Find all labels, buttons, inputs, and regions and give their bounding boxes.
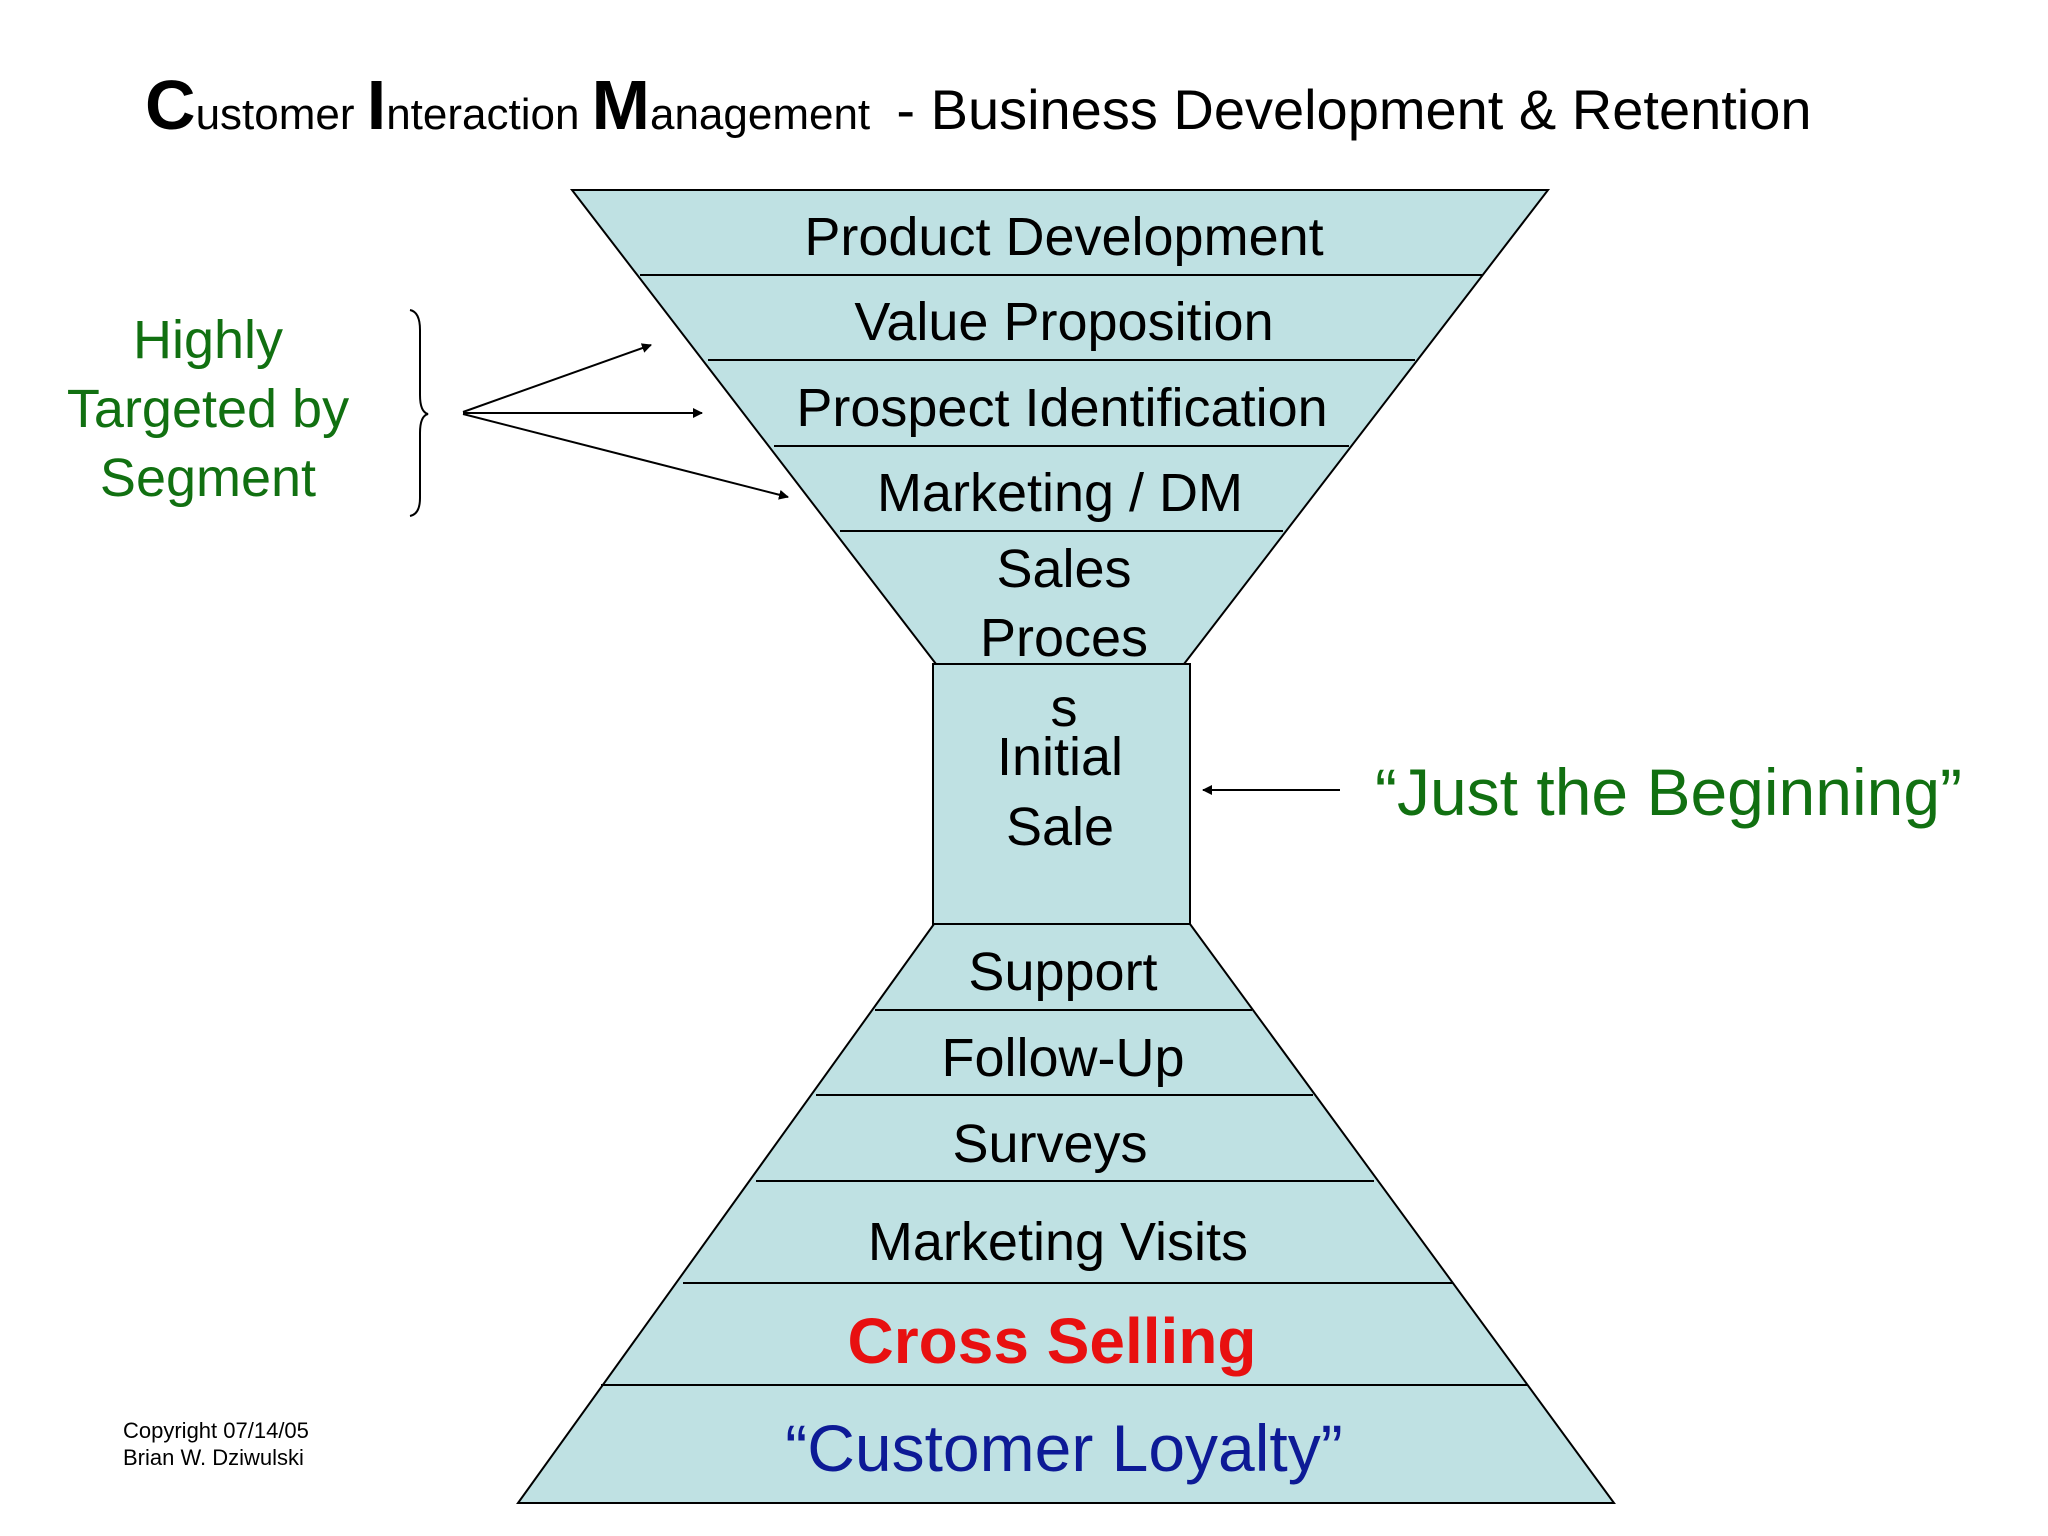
label-surveys: Surveys [952, 1114, 1147, 1174]
right-brace [409, 309, 429, 517]
note-just-the-beginning: “Just the Beginning” [1375, 755, 1962, 829]
title-cap-i: I [366, 66, 387, 144]
label-marketing-visits: Marketing Visits [868, 1212, 1248, 1272]
label-initial: Initial [997, 727, 1123, 787]
note-highly: Highly [133, 310, 283, 370]
title-word-management: anagement [649, 90, 871, 139]
label-cross-selling: Cross Selling [848, 1305, 1257, 1377]
slide-title: Customer Interaction Management - Busine… [145, 70, 1812, 140]
label-customer-loyalty: “Customer Loyalty” [785, 1411, 1343, 1485]
label-support: Support [968, 942, 1157, 1002]
label-follow-up: Follow-Up [941, 1028, 1184, 1088]
label-value-proposition: Value Proposition [854, 292, 1273, 352]
label-sales-line-3: s [1051, 678, 1078, 738]
title-word-customer: ustomer [195, 90, 355, 139]
label-marketing-dm: Marketing / DM [877, 463, 1243, 523]
bottom-pyramid-outline [516, 923, 1616, 1504]
label-sales-line-2: Proces [980, 608, 1148, 668]
label-sales-line-1: Sales [996, 539, 1131, 599]
title-subtitle: - Business Development & Retention [896, 78, 1812, 141]
copyright-block: Copyright 07/14/05 Brian W. Dziwulski [123, 1417, 309, 1471]
note-targeted-by: Targeted by [67, 379, 349, 439]
arrow-to-value-proposition [462, 343, 652, 413]
label-product-development: Product Development [804, 207, 1323, 267]
initial-sale-box [932, 663, 1191, 925]
title-cap-c: C [145, 66, 196, 144]
title-cap-m: M [591, 66, 650, 144]
author-line: Brian W. Dziwulski [123, 1445, 304, 1470]
label-sale: Sale [1006, 797, 1114, 857]
arrow-to-marketing-dm [462, 413, 789, 500]
label-prospect-identification: Prospect Identification [796, 378, 1327, 438]
note-segment: Segment [100, 448, 316, 508]
copyright-line: Copyright 07/14/05 [123, 1418, 309, 1443]
title-word-interaction: nteraction [386, 90, 580, 139]
